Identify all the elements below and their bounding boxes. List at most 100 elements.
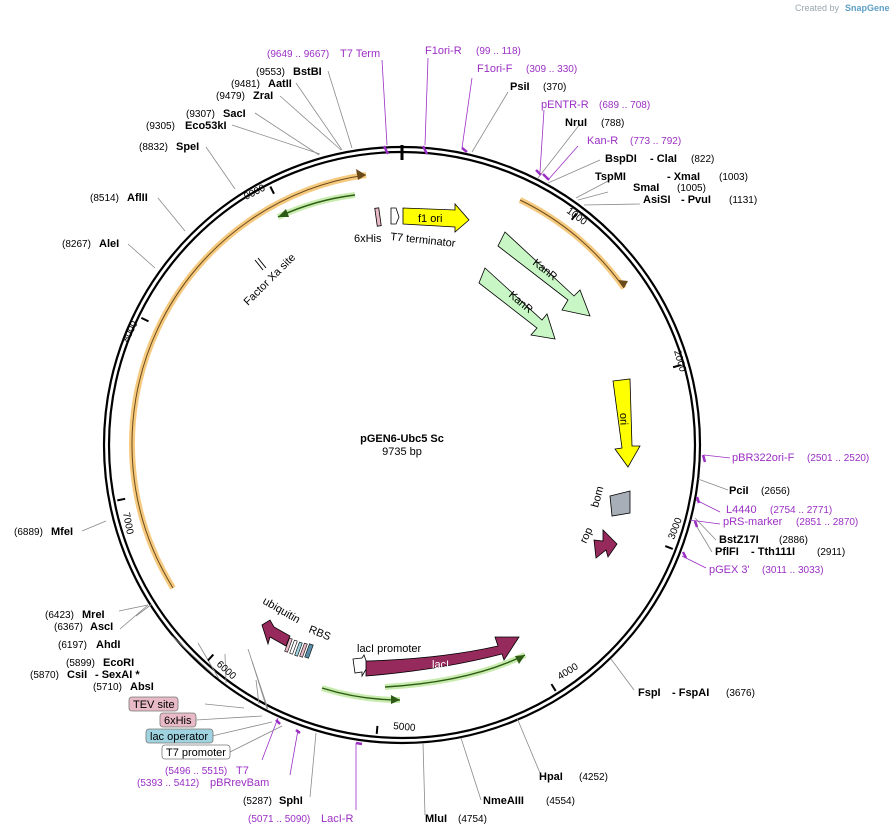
ubiquitin-feature[interactable] [261, 619, 291, 647]
tick-mark [117, 497, 126, 502]
primer-site[interactable]: (5393 .. 5412)pBRrevBam [137, 777, 269, 789]
boxed-feature-label[interactable]: lac operator [145, 728, 214, 744]
primer-site[interactable]: pBR322ori-F(2501 .. 2520) [732, 452, 869, 464]
enzyme-position: (8832) [139, 142, 168, 153]
leader-line [295, 82, 343, 151]
orf-arc-right-head [618, 280, 628, 288]
laci-feature[interactable] [365, 636, 520, 677]
primer-site[interactable]: F1ori-F(309 .. 330) [477, 63, 577, 75]
enzyme-position: (8514) [90, 193, 119, 204]
kanr-feature-1[interactable] [497, 231, 591, 317]
tick-marks [117, 186, 682, 734]
t7-terminator-feature[interactable] [390, 207, 400, 225]
primer-site[interactable]: L4440(2754 .. 2771) [726, 504, 832, 516]
enzyme-site[interactable]: (9481)AatII [231, 78, 292, 90]
primer-range: (5393 .. 5412) [137, 778, 199, 789]
enzyme-site[interactable]: NmeAIII(4554) [483, 795, 575, 807]
enzyme-site[interactable]: AsiSI- PvuI(1131) [643, 194, 757, 206]
enzyme-name: NmeAIII [483, 795, 524, 807]
primer-site[interactable]: pENTR-R(689 .. 708) [541, 99, 650, 111]
enzyme-site[interactable]: HpaI(4252) [539, 771, 608, 783]
enzyme-site[interactable]: (8832)SpeI [139, 141, 199, 153]
enzyme-labels: PsiI(370) NruI(788) BspDI- ClaI(822) TspMI-… [14, 66, 845, 825]
primer-site[interactable]: (5071 .. 5090)LacI-R [248, 813, 353, 825]
primer-site[interactable]: (9649 .. 9667)T7 Term [267, 48, 380, 60]
factor-xa-marker[interactable] [254, 257, 267, 271]
primer-site[interactable]: Kan-R(773 .. 792) [587, 135, 681, 147]
box-leader [211, 721, 273, 737]
enzyme-site[interactable]: (9479)ZraI [216, 90, 273, 102]
box-leader [204, 703, 245, 709]
enzyme-site[interactable]: (8514)AflII [90, 192, 148, 204]
enzyme-position: (5710) [93, 682, 122, 693]
primer-leader [424, 57, 429, 146]
enzyme-site[interactable]: PflFI- Tth111I(2911) [715, 546, 845, 558]
leader-line [547, 159, 601, 184]
enzyme-position: (6889) [14, 527, 43, 538]
orf-arc-left [128, 172, 367, 590]
primer-range: (3011 .. 3033) [762, 565, 824, 576]
enzyme-site[interactable]: (9305)Eco53kI [146, 120, 227, 132]
leader-line [157, 197, 186, 232]
leader-line [694, 517, 717, 541]
leader-line [205, 146, 236, 190]
enzyme-site[interactable]: PciI(2656) [729, 485, 790, 497]
leader-line [255, 679, 260, 705]
leader-line [81, 520, 107, 532]
rop-feature[interactable] [593, 529, 618, 559]
his-tag-top[interactable] [374, 207, 382, 227]
primer-leader [539, 109, 545, 173]
boxed-feature-label[interactable]: T7 promoter [161, 744, 231, 760]
enzyme-site[interactable]: NruI(788) [565, 117, 624, 129]
boxed-label-text: T7 promoter [166, 747, 226, 759]
enzyme-site[interactable]: (9553)BstBI [256, 66, 322, 78]
enzyme-site[interactable]: (9307)SacI [186, 108, 246, 120]
bom-feature[interactable] [609, 490, 631, 517]
enzyme-position: (5287) [243, 796, 272, 807]
enzyme-site[interactable]: (5287)SphI [243, 795, 303, 807]
enzyme-site[interactable]: BstZ17I(2886) [719, 534, 808, 546]
enzyme-site[interactable]: MluI(4754) [425, 813, 487, 825]
tick-label: 7000 [120, 511, 135, 535]
boxed-feature-label[interactable]: TEV site [128, 696, 179, 712]
primer-name: T7 [236, 765, 249, 777]
enzyme-position: (5899) [66, 658, 95, 669]
primer-site[interactable]: (5496 .. 5515)T7 [165, 765, 249, 777]
enzyme-name: AhdI [96, 639, 120, 651]
leader-line [422, 742, 426, 816]
enzyme-site[interactable]: (5870)CsiI- SexAI * [30, 669, 140, 681]
primer-site[interactable]: pRS-marker(2851 .. 2870) [723, 516, 858, 528]
enzyme-position: (5870) [30, 670, 59, 681]
enzyme-site[interactable]: (6197)AhdI [58, 639, 120, 651]
enzyme-site[interactable]: (6423)MreI [45, 609, 105, 621]
factor-xa-label: Factor Xa site [242, 252, 298, 308]
enzyme-name: ZraI [253, 90, 273, 102]
f1-ori-feature[interactable] [402, 202, 470, 233]
enzyme-site[interactable]: TspMI- XmaI(1003) [595, 171, 748, 183]
primer-mark [693, 520, 699, 528]
kanr-feature-2[interactable] [478, 267, 556, 340]
enzyme-site[interactable]: (8267)AleI [62, 238, 119, 250]
enzyme-name: FspI [638, 687, 661, 699]
enzyme-site[interactable]: (6889)MfeI [14, 526, 73, 538]
primer-site[interactable]: pGEX 3'(3011 .. 3033) [709, 564, 824, 576]
primer-leader [689, 519, 721, 525]
enzyme-site[interactable]: (6367)AscI [54, 621, 113, 633]
laci-promoter-feature[interactable] [352, 654, 369, 678]
enzyme-site[interactable]: PsiI(370) [510, 81, 566, 93]
enzyme-name: AatII [268, 78, 292, 90]
boxed-feature-label[interactable]: 6xHis [159, 712, 197, 728]
enzyme-site[interactable]: (5710)AbsI [93, 681, 154, 693]
enzyme-position: (9307) [186, 109, 215, 120]
ori-feature[interactable] [612, 378, 641, 468]
enzyme-site[interactable]: BspDI- ClaI(822) [605, 153, 714, 165]
primer-site[interactable]: F1ori-R(99 .. 118) [425, 45, 521, 57]
enzyme-site[interactable]: FspI- FspAI(3676) [638, 687, 755, 699]
tick-mark [269, 186, 275, 195]
enzyme-name: BstZ17I [719, 534, 759, 546]
rbs-cluster[interactable] [284, 637, 314, 659]
enzyme-site[interactable]: (5899)EcoRI [66, 657, 134, 669]
primer-range: (2851 .. 2870) [796, 517, 858, 528]
enzyme-site[interactable]: SmaI(1005) [633, 182, 706, 194]
